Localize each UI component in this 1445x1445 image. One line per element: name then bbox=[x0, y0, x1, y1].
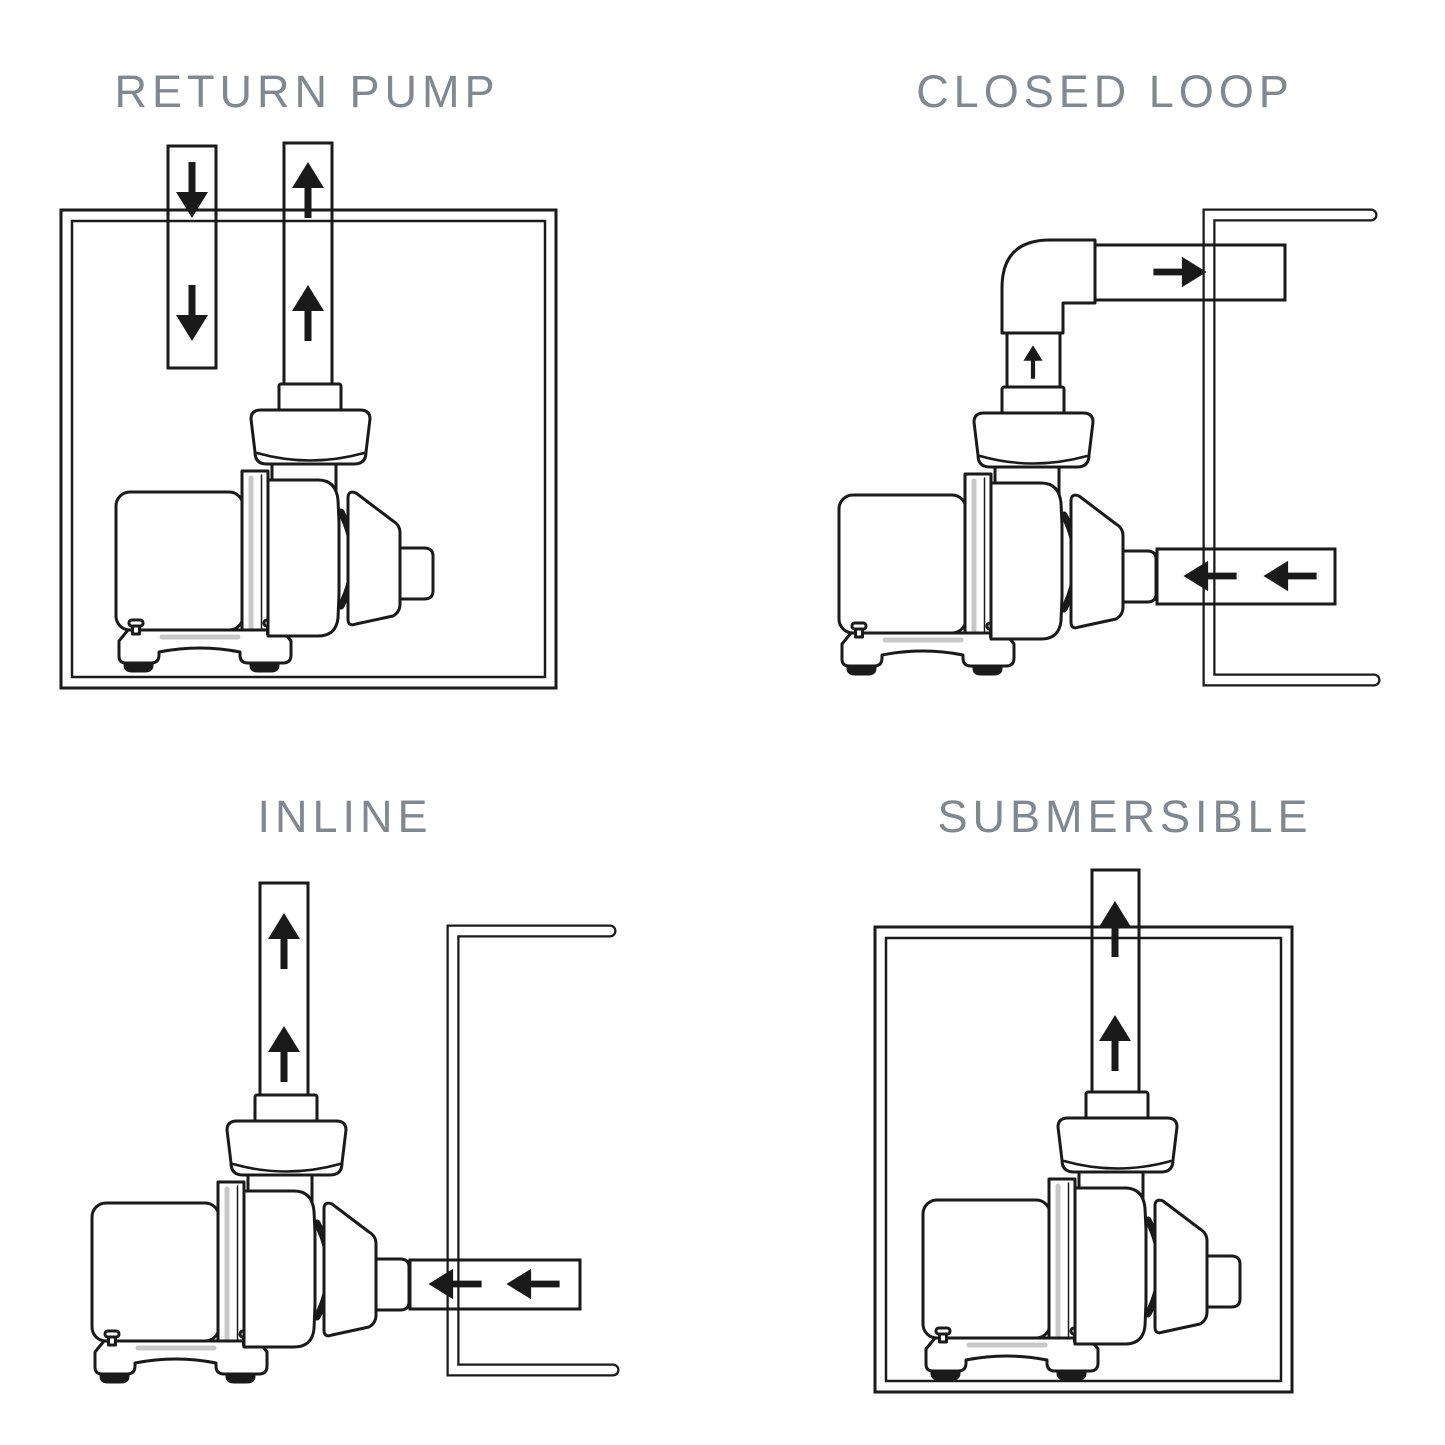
outlet-pipe bbox=[1093, 243, 1287, 302]
panel-title-submersible: SUBMERSIBLE bbox=[937, 791, 1312, 842]
pump-illustration bbox=[923, 1092, 1240, 1379]
flow-arrow-right bbox=[1153, 256, 1207, 288]
flow-arrow-up bbox=[1023, 345, 1043, 379]
outlet-pipe bbox=[1090, 868, 1141, 1094]
pump-illustration bbox=[92, 1095, 409, 1382]
pump-illustration bbox=[839, 387, 1156, 674]
panel-return-pump: RETURN PUMP bbox=[59, 66, 558, 690]
return-pipe bbox=[282, 141, 334, 386]
pump-illustration bbox=[116, 384, 433, 671]
elbow-fitting bbox=[1000, 238, 1097, 335]
tank-wall bbox=[1202, 208, 1381, 687]
flow-arrow-up bbox=[1099, 901, 1131, 957]
flow-arrow-up bbox=[268, 1026, 300, 1082]
inlet-pipe bbox=[1155, 547, 1337, 606]
panel-submersible: SUBMERSIBLE bbox=[873, 791, 1312, 1394]
flow-arrow-left bbox=[1263, 560, 1317, 592]
flow-arrow-down bbox=[176, 285, 208, 341]
tank-box-outer bbox=[873, 925, 1294, 1394]
flow-arrow-up bbox=[268, 913, 300, 969]
outlet-pipe bbox=[258, 881, 310, 1097]
sump-box-inner bbox=[70, 219, 547, 679]
panel-inline: INLINE bbox=[92, 791, 620, 1382]
tank-wall-core bbox=[448, 926, 618, 1375]
inlet-pipe bbox=[408, 1258, 582, 1311]
drain-pipe bbox=[166, 144, 218, 370]
tank-box-inner bbox=[884, 936, 1283, 1383]
flow-arrow-up bbox=[1099, 1015, 1131, 1071]
panel-closed-loop: CLOSED LOOP bbox=[839, 66, 1381, 687]
tank-wall bbox=[446, 924, 620, 1377]
riser-pipe bbox=[1005, 331, 1062, 389]
flow-arrow-up bbox=[292, 285, 324, 341]
panel-title-closed-loop: CLOSED LOOP bbox=[916, 66, 1294, 117]
panel-title-return-pump: RETURN PUMP bbox=[114, 66, 499, 117]
panel-title-inline: INLINE bbox=[257, 791, 432, 842]
flow-arrow-left bbox=[506, 1268, 560, 1300]
tank-wall-core bbox=[1204, 210, 1379, 685]
